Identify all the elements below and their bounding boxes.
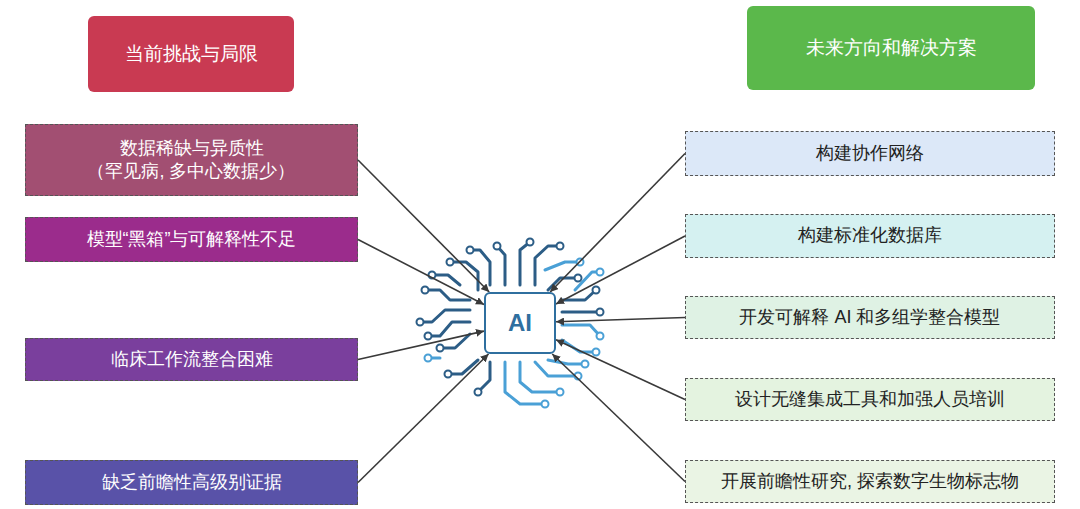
circuit-brain <box>417 239 604 408</box>
box-label: 构建标准化数据库 <box>798 224 942 247</box>
challenge-box: 临床工作流整合困难 <box>25 338 358 381</box>
arrow-connector <box>556 236 685 304</box>
solution-box: 开发可解释 AI 和多组学整合模型 <box>685 296 1055 339</box>
box-label: 构建协作网络 <box>816 142 924 165</box>
arrow-connector <box>358 331 484 359</box>
challenge-box: 数据稀缺与异质性 （罕见病, 多中心数据少） <box>25 124 358 196</box>
solution-box: 开展前瞻性研究, 探索数字生物标志物 <box>685 460 1055 503</box>
arrow-connector <box>552 354 685 482</box>
arrow-connector <box>358 240 484 305</box>
box-label: AI <box>508 307 532 338</box>
header-box: 未来方向和解决方案 <box>747 6 1035 90</box>
ai-chip: AI <box>484 292 556 354</box>
box-label: 未来方向和解决方案 <box>806 36 977 61</box>
arrow-connector <box>556 340 685 400</box>
box-label: 数据稀缺与异质性 （罕见病, 多中心数据少） <box>83 137 301 184</box>
solution-box: 构建标准化数据库 <box>685 214 1055 258</box>
box-label: 模型“黑箱”与可解释性不足 <box>87 228 297 251</box>
box-label: 开展前瞻性研究, 探索数字生物标志物 <box>721 470 1019 493</box>
header-box: 当前挑战与局限 <box>88 16 294 92</box>
box-label: 临床工作流整合困难 <box>111 348 273 371</box>
solution-box: 设计无缝集成工具和加强人员培训 <box>685 378 1055 421</box>
challenge-box: 缺乏前瞻性高级别证据 <box>25 460 358 505</box>
solution-box: 构建协作网络 <box>685 131 1055 176</box>
box-label: 缺乏前瞻性高级别证据 <box>102 471 282 494</box>
arrow-connector <box>358 160 489 292</box>
arrow-connector <box>556 318 685 322</box>
box-label: 设计无缝集成工具和加强人员培训 <box>735 388 1005 411</box>
box-label: 开发可解释 AI 和多组学整合模型 <box>739 306 1000 329</box>
challenge-box: 模型“黑箱”与可解释性不足 <box>25 217 358 262</box>
arrow-connector <box>358 354 489 483</box>
box-label: 当前挑战与局限 <box>125 42 258 67</box>
